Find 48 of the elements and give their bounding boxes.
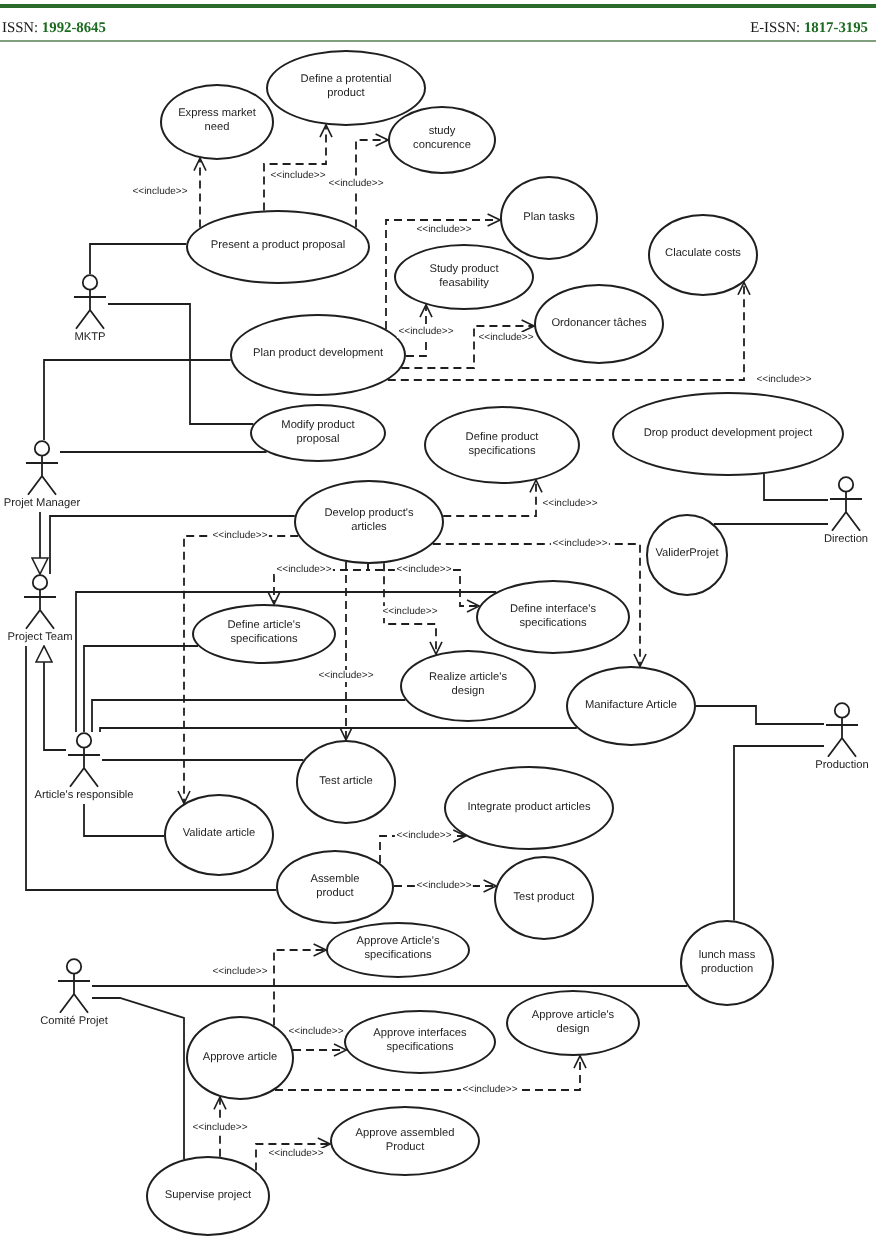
dashed-arrow	[386, 281, 751, 381]
association-line	[59, 451, 268, 453]
association-line	[43, 359, 232, 441]
dashed-arrow	[213, 1096, 227, 1158]
use-case-ellipse	[164, 794, 274, 876]
association-line	[83, 645, 199, 733]
generalization-arrow	[35, 645, 67, 751]
dashed-arrow	[193, 157, 207, 229]
dashed-arrow	[405, 303, 433, 357]
use-case-ellipse	[534, 284, 664, 364]
use-case-ellipse	[680, 920, 774, 1006]
association-line	[733, 745, 825, 922]
association-line	[91, 997, 185, 1161]
dashed-arrow	[339, 561, 353, 741]
dashed-arrow	[292, 1043, 348, 1057]
association-line	[75, 591, 498, 733]
use-case-ellipse	[394, 244, 534, 310]
association-line	[83, 803, 165, 837]
dashed-arrow	[263, 123, 333, 212]
association-line	[101, 759, 305, 761]
association-line	[107, 303, 255, 425]
use-case-ellipse	[276, 850, 394, 924]
dashed-arrow	[383, 562, 443, 656]
dashed-arrow	[255, 1137, 332, 1172]
dashed-arrow	[355, 133, 389, 229]
use-case-ellipse	[266, 50, 426, 126]
association-line	[49, 515, 296, 575]
association-line	[695, 705, 825, 725]
use-case-ellipse	[494, 856, 594, 940]
use-case-ellipse	[160, 84, 274, 160]
use-case-ellipse	[388, 106, 496, 174]
association-line	[89, 243, 188, 275]
association-line	[91, 985, 689, 987]
use-case-ellipse	[648, 214, 758, 296]
use-case-ellipse	[296, 740, 396, 824]
dashed-arrow	[385, 213, 501, 330]
association-line	[91, 699, 407, 733]
association-line	[712, 523, 829, 525]
dashed-arrow	[442, 479, 543, 517]
generalization-arrow	[31, 511, 49, 575]
use-case-ellipse	[646, 514, 728, 596]
association-line	[25, 645, 278, 891]
association-line	[763, 473, 829, 501]
dashed-arrow	[273, 943, 327, 1027]
use-case-ellipse	[500, 176, 598, 260]
dashed-arrow	[400, 319, 535, 369]
association-line	[99, 727, 578, 733]
use-case-ellipse	[400, 650, 536, 722]
